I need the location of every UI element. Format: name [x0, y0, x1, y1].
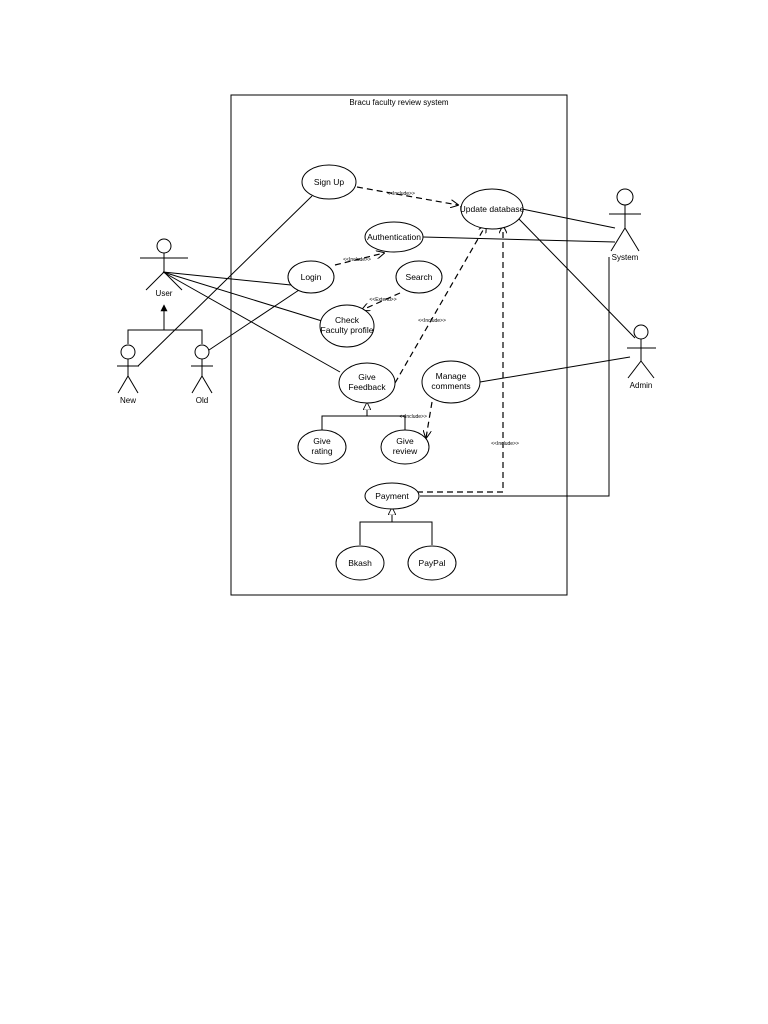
actor-new-label: New [120, 396, 136, 405]
dependencies: <<Include>> <<Include>> <<Extend>> <<Inc… [334, 186, 519, 493]
label-include-payment: <<Include>> [491, 441, 519, 447]
assoc-new-signup [137, 195, 313, 367]
use-case-sign-up[interactable]: Sign Up [301, 164, 357, 200]
use-case-check-faculty-profile[interactable]: Check Faculty profile [319, 304, 375, 348]
assoc-old-login [205, 287, 303, 353]
actor-admin-label: Admin [630, 381, 653, 390]
label-include-manage: <<Include>> [399, 414, 427, 420]
use-case-give-feedback[interactable]: Give Feedback [338, 362, 396, 404]
svg-text:PayPal: PayPal [419, 558, 446, 568]
associations [137, 195, 636, 497]
use-case-search[interactable]: Search [395, 260, 443, 294]
svg-text:rating: rating [311, 446, 333, 456]
use-case-give-review[interactable]: Give review [380, 429, 430, 465]
dep-search-check [362, 292, 401, 310]
svg-text:Sign Up: Sign Up [314, 177, 345, 187]
dep-signup-update [356, 186, 458, 205]
actor-old-label: Old [196, 396, 208, 405]
label-include-signup: <<Include>> [387, 191, 415, 197]
actor-old: Old [191, 344, 213, 405]
system-title: Bracu faculty review system [349, 98, 448, 107]
svg-text:Give: Give [313, 436, 331, 446]
actor-admin: Admin [627, 324, 656, 390]
use-case-update-database[interactable]: Update database [460, 188, 525, 230]
dep-manage-review [426, 401, 433, 438]
assoc-update-admin [517, 217, 636, 339]
svg-text:Check: Check [335, 315, 360, 325]
svg-text:Login: Login [301, 272, 322, 282]
actor-new: New [117, 344, 139, 405]
use-case-manage-comments[interactable]: Manage comments [421, 360, 481, 404]
svg-text:Authentication: Authentication [367, 232, 421, 242]
label-include-login: <<Include>> [343, 257, 371, 263]
dep-payment-update [417, 226, 503, 493]
assoc-payment-system [420, 257, 610, 497]
feedback-generalization [321, 403, 406, 432]
svg-text:Bkash: Bkash [348, 558, 372, 568]
label-extend-search: <<Extend>> [369, 297, 396, 303]
actor-user-label: User [156, 289, 173, 298]
assoc-update-system [521, 208, 616, 229]
svg-text:Search: Search [406, 272, 433, 282]
actor-user: User [140, 238, 188, 298]
svg-text:Manage: Manage [436, 371, 467, 381]
assoc-user-check [162, 271, 323, 322]
dep-feedback-update [394, 225, 486, 384]
actor-system-label: System [612, 253, 639, 262]
label-include-feedback: <<Include>> [418, 318, 446, 324]
assoc-manage-admin [479, 356, 631, 383]
use-case-bkash[interactable]: Bkash [335, 545, 385, 581]
svg-text:review: review [393, 446, 418, 456]
dep-login-auth [334, 253, 384, 266]
payment-generalization [359, 508, 433, 545]
svg-text:Payment: Payment [375, 491, 409, 501]
svg-text:Feedback: Feedback [348, 382, 386, 392]
use-case-paypal[interactable]: PayPal [407, 545, 457, 581]
assoc-auth-system [422, 236, 616, 243]
system-boundary [230, 94, 568, 596]
actor-system: System [609, 188, 641, 262]
svg-text:Give: Give [358, 372, 376, 382]
svg-text:comments: comments [431, 381, 470, 391]
svg-text:Update database: Update database [460, 204, 525, 214]
use-case-give-rating[interactable]: Give rating [297, 429, 347, 465]
svg-text:Faculty profile: Faculty profile [321, 325, 374, 335]
svg-text:Give: Give [396, 436, 414, 446]
use-case-authentication[interactable]: Authentication [364, 221, 424, 253]
use-case-login[interactable]: Login [287, 260, 335, 294]
actor-generalization [127, 304, 203, 344]
use-case-payment[interactable]: Payment [364, 482, 420, 510]
